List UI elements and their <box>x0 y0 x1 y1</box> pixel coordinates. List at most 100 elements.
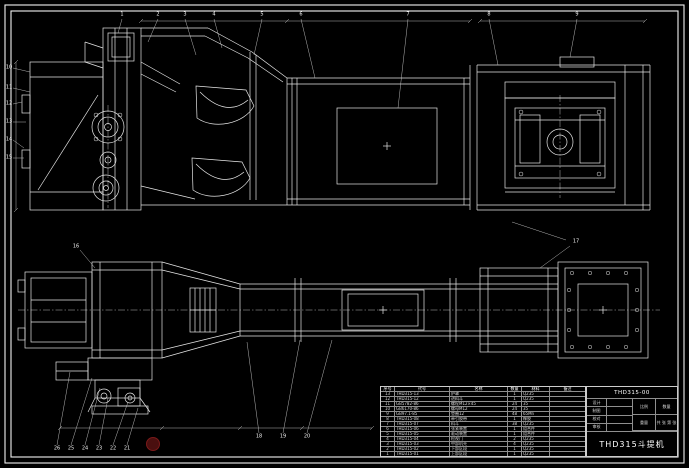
callout-number: 6 <box>299 11 303 18</box>
callout-number: 13 <box>5 118 13 125</box>
callout-number: 1 <box>120 11 124 18</box>
callout-number: 24 <box>81 445 89 452</box>
sheet-border <box>4 4 685 464</box>
table-cell: 1 <box>386 452 389 456</box>
table-cell: Q235 <box>521 437 549 441</box>
callout-number: 22 <box>109 445 117 452</box>
drawing-number: THD315-00 <box>587 387 677 399</box>
callout-number: 17 <box>572 238 580 245</box>
callout-number: 8 <box>487 11 491 18</box>
callout-number: 23 <box>95 445 103 452</box>
callout-number: 18 <box>255 433 263 440</box>
table-cell: 24 <box>507 407 521 411</box>
table-cell <box>549 407 585 411</box>
table-cell: THD315-08 <box>394 417 449 421</box>
elevation-view <box>21 27 651 211</box>
table-cell: THD315-07 <box>394 422 449 426</box>
callout-number: 20 <box>303 433 311 440</box>
table-cell: 3 <box>386 442 389 446</box>
table-cell <box>549 442 585 446</box>
table-cell: 上部区段 <box>449 452 507 456</box>
table-cell: 1 <box>507 397 521 401</box>
scale-label: 比例 <box>633 399 655 415</box>
table-cell: Q235 <box>521 452 549 456</box>
table-cell: THD315-12 <box>394 397 449 401</box>
table-cell <box>549 422 585 426</box>
field-label-check: 校对 <box>587 415 607 423</box>
callout-number: 21 <box>123 445 131 452</box>
weight-label: 重量 <box>633 415 655 431</box>
table-cell: 65Mn <box>521 412 549 416</box>
table-cell: 4 <box>386 437 389 441</box>
callout-number: 9 <box>575 11 579 18</box>
column-header: 序号 <box>383 387 392 391</box>
callout-number: 4 <box>212 11 216 18</box>
table-cell: THD315-02 <box>394 447 449 451</box>
table-cell: 38 <box>507 422 521 426</box>
table-cell: 1 <box>507 452 521 456</box>
field-label-draft: 制图 <box>587 407 607 415</box>
column-header: 名称 <box>449 387 507 391</box>
table-cell: 1 <box>507 432 521 436</box>
callout-number: 14 <box>5 136 13 143</box>
title-block: THD315-00 设计 制图 校对 审核 <box>586 386 678 457</box>
callout-number: 2 <box>156 11 160 18</box>
centerlines <box>18 95 660 311</box>
table-cell: THD315-13 <box>394 392 449 396</box>
table-cell: GB97.1-85 <box>394 412 449 416</box>
column-header: 数量 <box>507 387 521 391</box>
callout-number: 11 <box>5 84 13 91</box>
table-cell: THD315-04 <box>394 437 449 441</box>
table-cell: 5 <box>386 432 389 436</box>
title-block-grid: 设计 制图 校对 审核 比例 数量 重量 <box>587 399 677 432</box>
callout-number: 15 <box>5 154 13 161</box>
sheet-label: 共 张 第 张 <box>655 415 677 431</box>
callout-number: 3 <box>183 11 187 18</box>
table-cell: 橡胶 <box>521 417 549 421</box>
table-cell: 进料斗 <box>449 397 507 401</box>
table-cell: 2 <box>507 437 521 441</box>
table-cell: 2 <box>386 447 389 451</box>
signature-cell <box>607 424 632 431</box>
stamp-icon <box>146 437 160 451</box>
table-cell: 12 <box>384 397 391 401</box>
drawing-name: THD315斗提机 <box>599 439 665 449</box>
callout-number: 12 <box>5 100 13 107</box>
table-cell <box>549 402 585 406</box>
table-cell: 1 <box>507 427 521 431</box>
callout-number: 26 <box>53 445 61 452</box>
table-cell <box>549 392 585 396</box>
table-cell: 护罩 <box>449 392 507 396</box>
signature-fields: 设计 制图 校对 审核 <box>587 399 633 431</box>
table-cell: 13 <box>384 392 391 396</box>
callout-number: 7 <box>406 11 410 18</box>
table-cell: 6 <box>386 427 389 431</box>
column-header: 代号 <box>394 387 449 391</box>
table-cell <box>549 447 585 451</box>
column-header: 备注 <box>549 387 585 391</box>
table-cell <box>549 437 585 441</box>
field-label-design: 设计 <box>587 399 607 407</box>
table-cell: 10 <box>384 407 391 411</box>
table-cell <box>549 412 585 416</box>
table-cell <box>549 417 585 421</box>
table-cell: GB6170-86 <box>394 407 449 411</box>
table-cell: THD315-01 <box>394 452 449 456</box>
table-cell <box>549 397 585 401</box>
table-cell: 牵引胶带 <box>449 417 507 421</box>
table-cell: 张紧装置 <box>449 427 507 431</box>
table-cell: Q235 <box>521 397 549 401</box>
